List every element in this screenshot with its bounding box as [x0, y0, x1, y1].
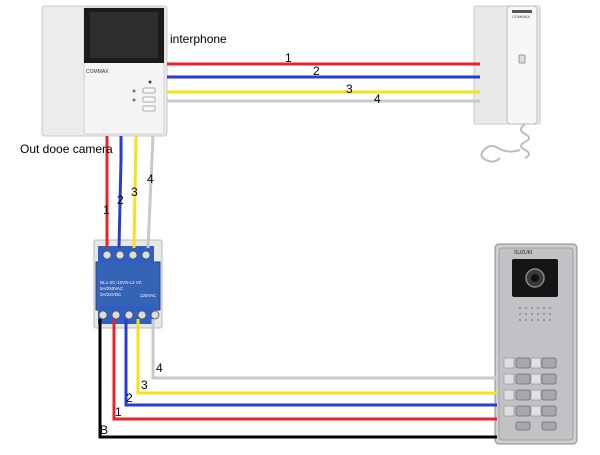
- bottom-wire-4: [151, 319, 497, 380]
- relay-top-terminals: [98, 246, 154, 264]
- outdoor-door-panel: SUZUKI: [494, 243, 578, 445]
- vertical-wire-label-1: 1: [103, 203, 110, 217]
- handset-brand: COMMAX: [512, 14, 530, 19]
- panel-brand: SUZUKI: [514, 250, 532, 256]
- interphone-monitor: COMMAX: [41, 5, 168, 137]
- top-wire-label-4: 4: [374, 92, 381, 106]
- relay-text-4: 125VAC: [140, 293, 157, 298]
- relay-module: NL1-2C-12VS-L2 VC 5A/250VAC 3A/24VDC 125…: [93, 239, 163, 329]
- relay-text-2: 5A/250VAC: [100, 286, 124, 291]
- relay-text-1: NL1-2C-12VS-L2 VC: [100, 280, 143, 285]
- speaker-grille: [519, 307, 551, 321]
- handset-coiled-cord: [480, 123, 530, 163]
- vertical-wire-4: [146, 135, 155, 249]
- top-wire-label-2: 2: [313, 64, 320, 78]
- top-wire-label-1: 1: [285, 51, 292, 65]
- out-door-camera-label: Out dooe camera: [20, 142, 113, 156]
- top-wire-label-3: 3: [346, 82, 353, 96]
- vertical-wire-3: [132, 135, 138, 249]
- bottom-wire-label-3: 3: [141, 378, 148, 392]
- monitor-buttons[interactable]: [132, 87, 156, 112]
- name-plates: [503, 357, 542, 417]
- bottom-wire-label-4: 4: [156, 361, 163, 375]
- bottom-wire-label-b: B: [100, 423, 108, 437]
- handset-receiver[interactable]: [506, 5, 538, 125]
- bottom-wire-2: [124, 319, 497, 407]
- bottom-wire-1: [112, 319, 497, 421]
- top-wires: [167, 62, 480, 103]
- bottom-wire-label-1: 1: [115, 405, 122, 419]
- interphone-label: interphone: [170, 32, 227, 46]
- vertical-wires: [105, 135, 155, 249]
- bottom-wire-label-2: 2: [126, 391, 133, 405]
- bottom-wire-3: [136, 319, 497, 395]
- call-buttons[interactable]: [515, 357, 557, 431]
- bottom-wires: [98, 319, 497, 439]
- monitor-brand: COMMAX: [86, 69, 109, 75]
- relay-text-3: 3A/24VDC: [100, 292, 122, 297]
- monitor-screen: [90, 12, 158, 58]
- vertical-wire-label-3: 3: [131, 185, 138, 199]
- bottom-wire-b: [98, 319, 497, 439]
- vertical-wire-2: [117, 136, 123, 249]
- handset-intercom: COMMAX: [473, 5, 541, 163]
- relay-label: NL1-2C-12VS-L2 VC 5A/250VAC 3A/24VDC 125…: [100, 280, 157, 298]
- vertical-wire-label-4: 4: [147, 172, 154, 186]
- vertical-wire-label-2: 2: [117, 193, 124, 207]
